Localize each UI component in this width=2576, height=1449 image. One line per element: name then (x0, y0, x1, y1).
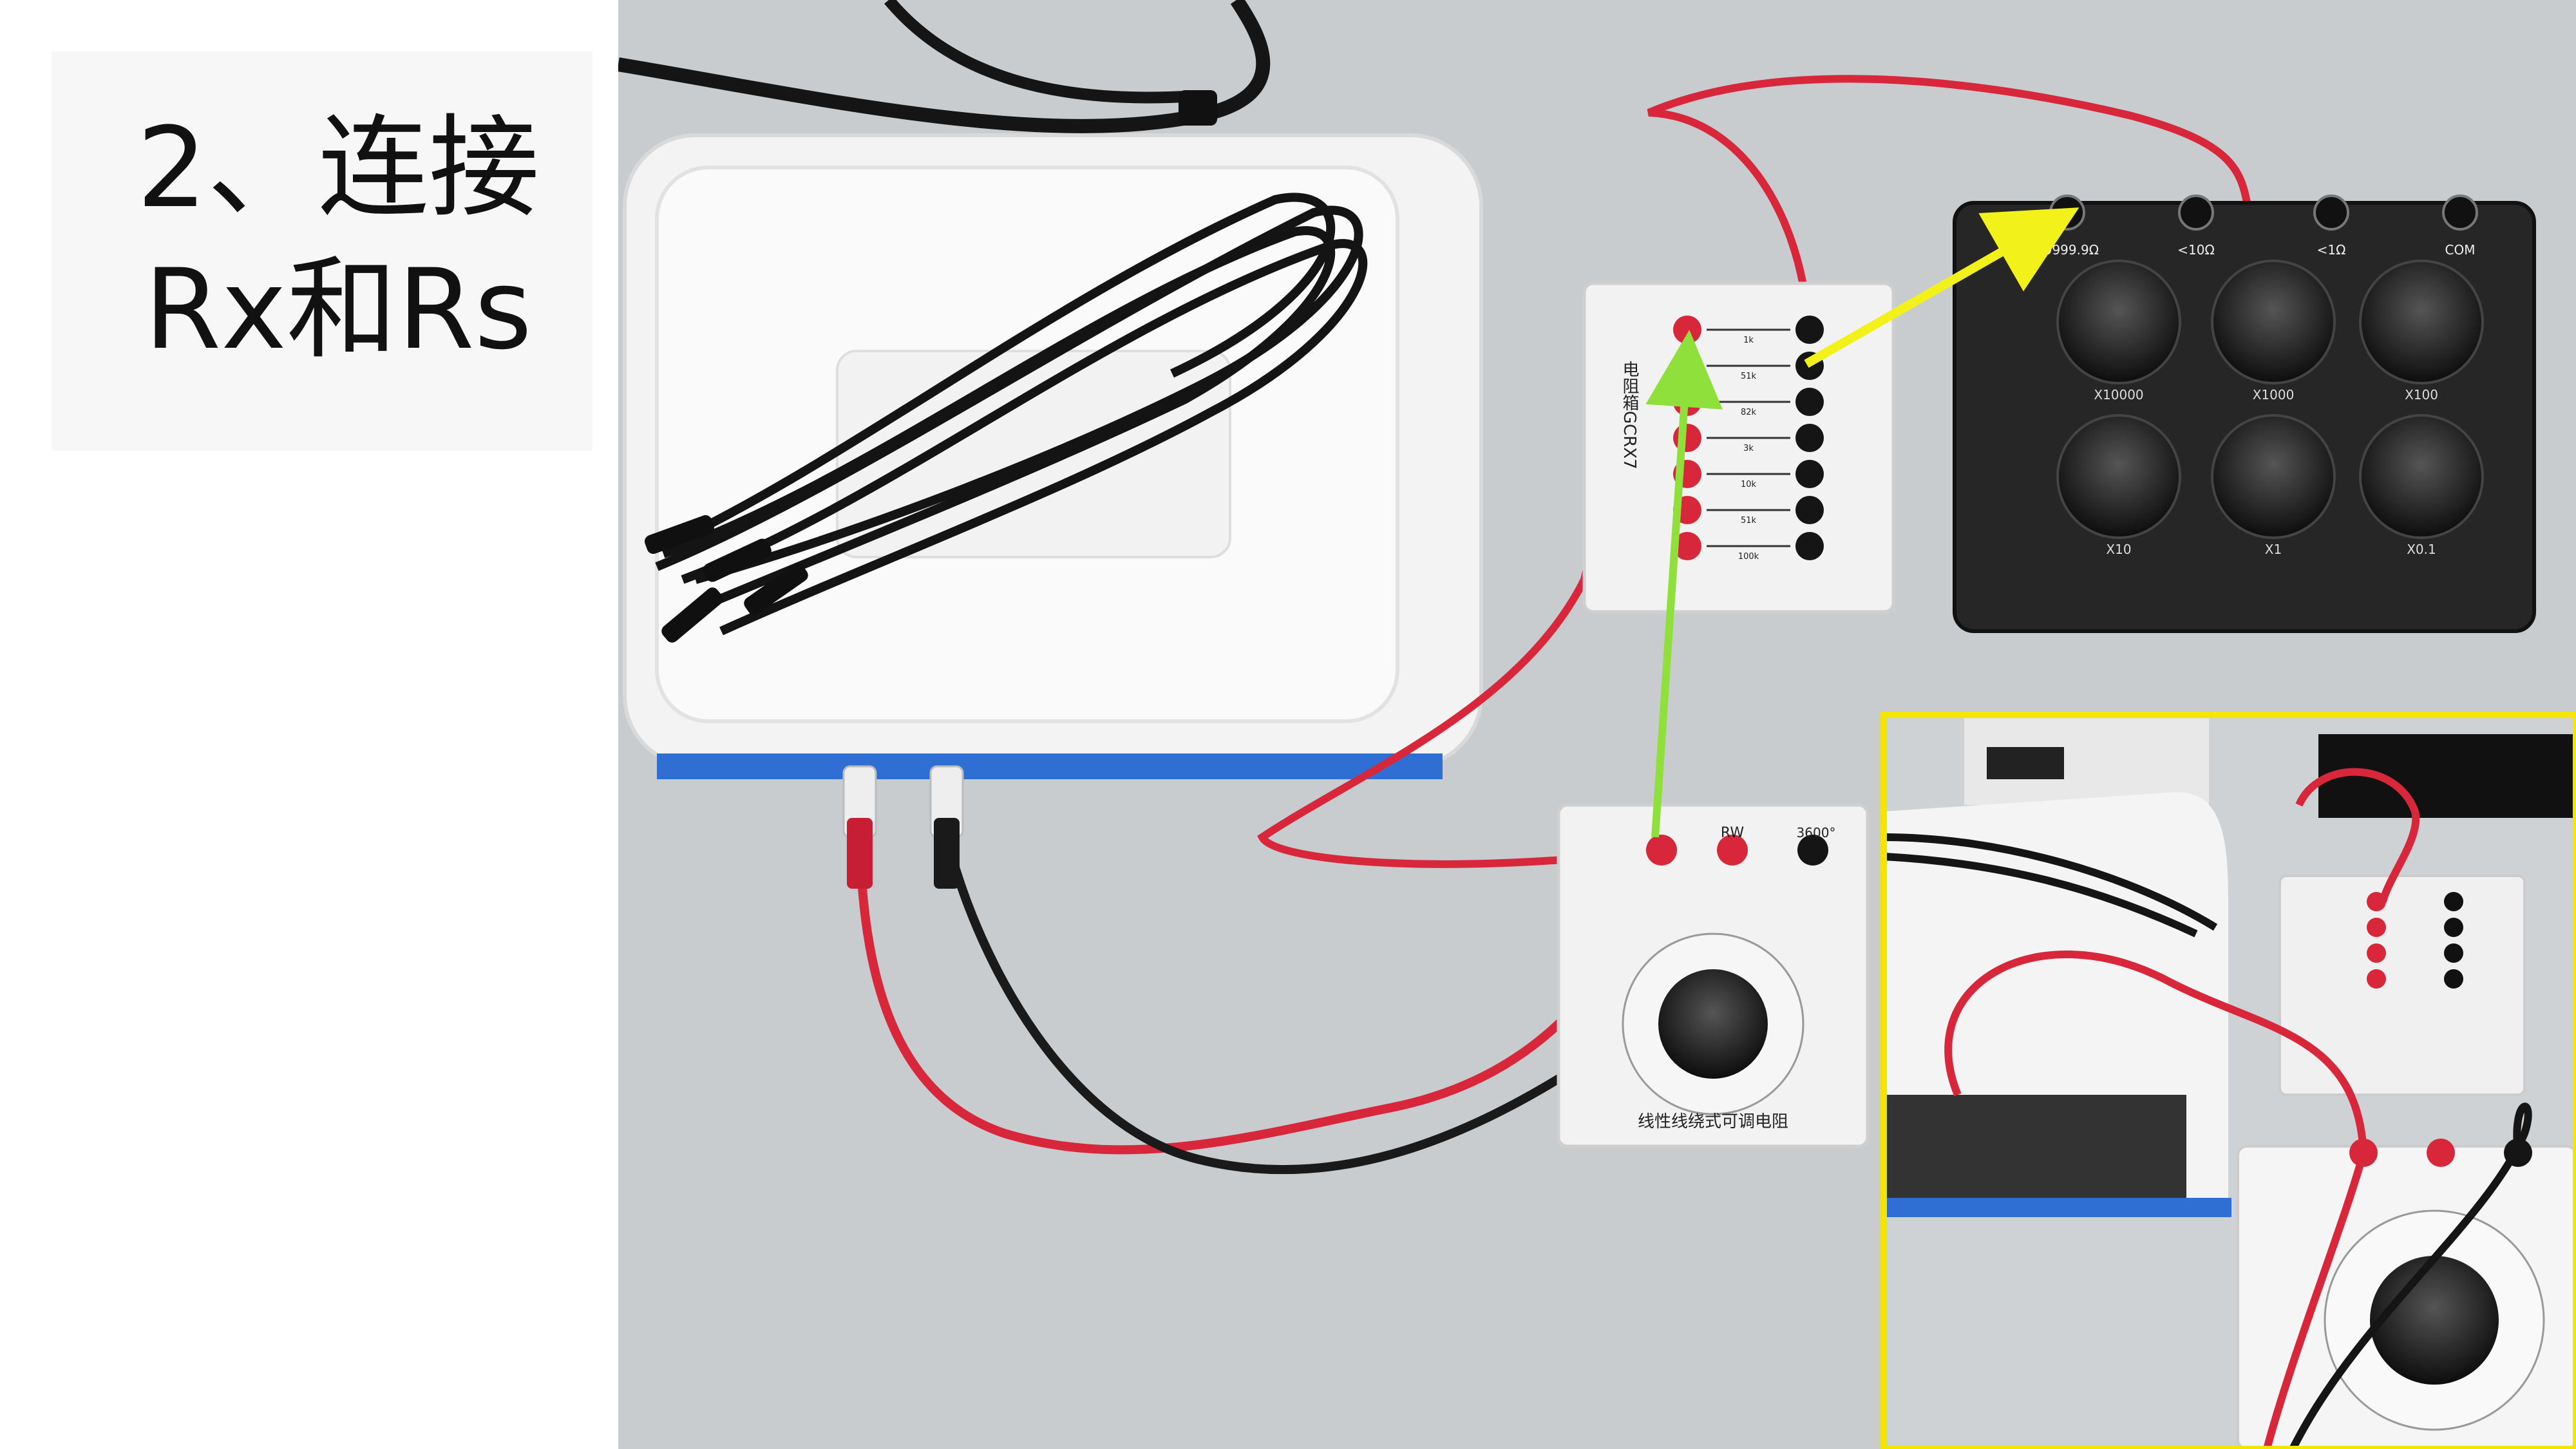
decade-multiplier-label: X1 (2265, 542, 2282, 557)
black-terminals (1795, 316, 1824, 560)
decade-terminal-label: <10Ω (2177, 242, 2215, 258)
resistor-value-label: 3k (1743, 444, 1754, 453)
black-plug (934, 818, 960, 889)
power-plug (1179, 90, 1217, 126)
decade-multiplier-label: X100 (2405, 387, 2438, 402)
decade-terminal-label: 99999.9Ω (2036, 242, 2099, 258)
banana-plugs (645, 515, 808, 643)
slide-title-line-2: Rx和Rs (144, 245, 533, 374)
closeup-inset (1880, 712, 2576, 1449)
yellow-arrow (1804, 207, 2079, 368)
red-lead (1647, 75, 2251, 355)
linear-rheostat: RW 3600° 线性线绕式可调电阻 (1557, 803, 1870, 1148)
decade-multiplier-label: X1000 (2253, 387, 2295, 402)
decade-resistance-box: 99999.9Ω <10Ω <1Ω COM X10000 X1000 X100 … (1953, 194, 2536, 633)
decade-terminal-label: <1Ω (2317, 242, 2346, 258)
slide-title-line-1: 2、连接 (137, 103, 540, 232)
resistor-value-label: 10k (1741, 480, 1757, 489)
decade-knobs (2056, 260, 2484, 539)
coiled-test-leads (655, 193, 1368, 636)
red-plug (847, 818, 873, 889)
decade-multiplier-label: X10000 (2094, 387, 2143, 402)
rheostat-label: RW (1721, 825, 1744, 841)
title-background (52, 52, 592, 451)
decade-terminal-label: COM (2445, 242, 2476, 258)
power-cord (884, 0, 1186, 104)
resistor-value-label: 82k (1741, 408, 1757, 417)
decade-multiplier-label: X0.1 (2407, 542, 2436, 557)
rheostat-knob (1658, 969, 1768, 1079)
resistor-value-label: 100k (1738, 552, 1759, 562)
power-cord (618, 0, 1271, 133)
rheostat-caption: 线性线绕式可调电阻 (1638, 1112, 1788, 1132)
rheostat-label: 3600° (1797, 825, 1836, 840)
lab-setup-photo: 1k 51k 82k 3k 10k 51k 100k 电阻箱GCRX7 9999… (618, 0, 2576, 1449)
resistor-box-label: 电阻箱GCRX7 (1620, 361, 1639, 469)
resistor-value-label: 51k (1741, 516, 1757, 526)
decade-multiplier-label: X10 (2106, 542, 2131, 557)
resistor-value-label: 1k (1743, 336, 1754, 345)
green-arrow (1645, 330, 1723, 838)
resistor-box-gcrx7: 1k 51k 82k 3k 10k 51k 100k 电阻箱GCRX7 (1582, 281, 1895, 614)
resistor-value-label: 51k (1741, 372, 1757, 381)
